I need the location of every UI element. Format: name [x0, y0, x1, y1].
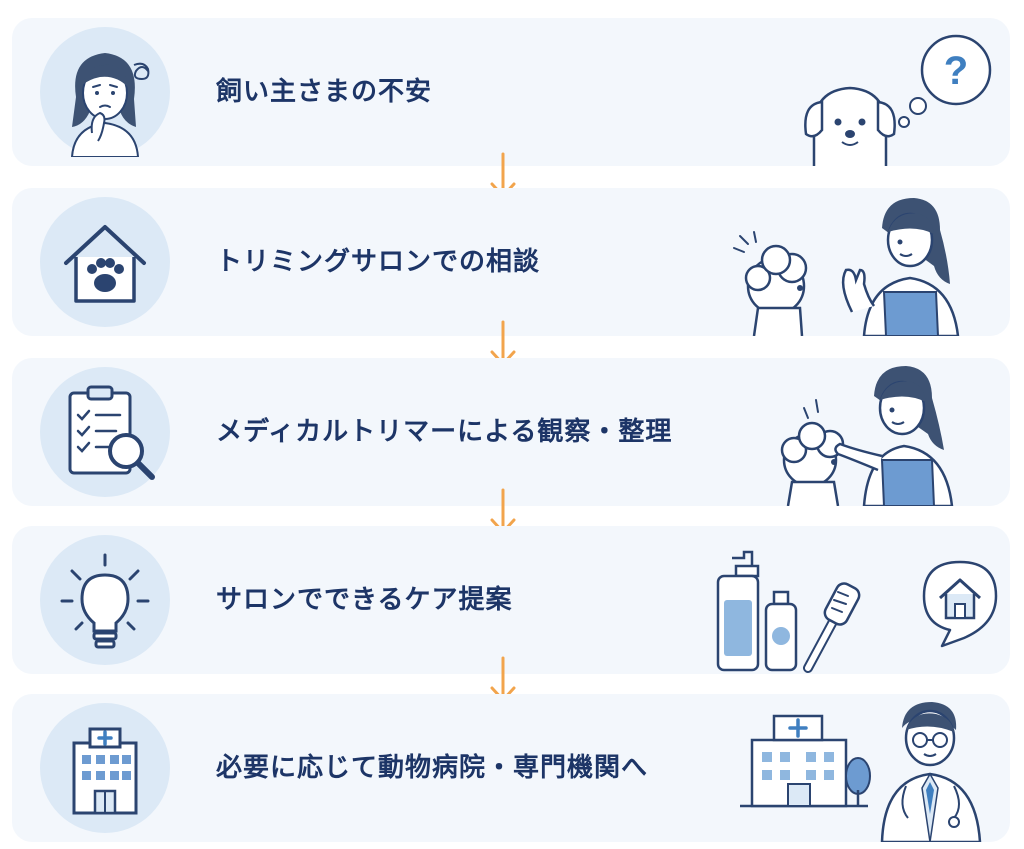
step-card-1: 飼い主さまの不安 ?: [12, 18, 1010, 166]
step-card-2: トリミングサロンでの相談: [12, 188, 1010, 338]
step-label-medical-trimmer: メディカルトリマーによる観察・整理: [216, 417, 673, 447]
step-label-owner-anxiety: 飼い主さまの不安: [216, 77, 433, 107]
clipboard-magnifier-icon: [40, 367, 170, 497]
hospital-building-icon: [40, 703, 170, 833]
trimmer-greeting-dog-illustration: [714, 188, 1004, 338]
step-label-salon-consultation: トリミングサロンでの相談: [216, 247, 541, 277]
care-products-illustration: [714, 526, 1004, 674]
dog-question-illustration: ?: [784, 18, 1004, 166]
question-mark: ?: [944, 49, 968, 93]
step-card-5: 必要に応じて動物病院・専門機関へ: [12, 694, 1010, 844]
step-label-salon-care: サロンでできるケア提案: [216, 585, 513, 615]
trimmer-checking-ear-illustration: [764, 358, 1004, 508]
worried-owner-icon: [40, 27, 170, 157]
house-paw-icon: [40, 197, 170, 327]
step-card-4: サロンでできるケア提案: [12, 526, 1010, 674]
step-card-3: メディカルトリマーによる観察・整理: [12, 358, 1010, 508]
lightbulb-icon: [40, 535, 170, 665]
hospital-veterinarian-illustration: [732, 694, 1004, 844]
step-label-hospital-referral: 必要に応じて動物病院・専門機関へ: [216, 753, 649, 783]
